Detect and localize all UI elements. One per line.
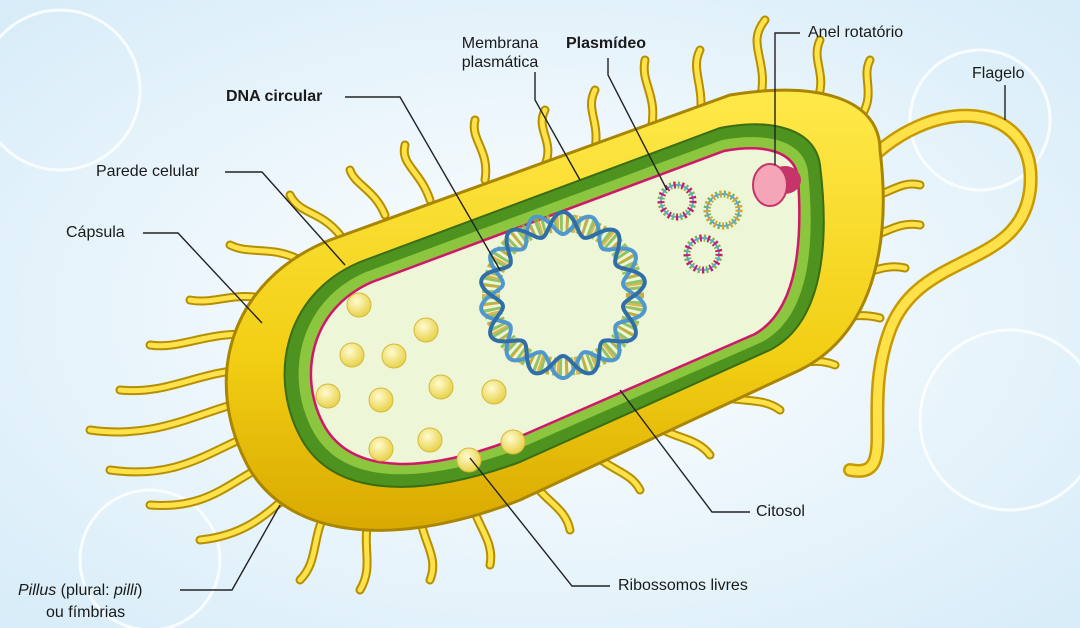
pilus-highlight <box>754 17 768 103</box>
ribosome <box>339 342 365 368</box>
leader-dna <box>345 96 501 271</box>
ribosome <box>456 447 482 473</box>
ribosome <box>346 292 372 318</box>
plasmid <box>703 190 743 230</box>
label-pillus-mid: (plural: <box>56 582 115 599</box>
rotary-ring <box>752 163 801 207</box>
label-flagelo: Flagelo <box>972 65 1025 82</box>
label-pilli-term: pilli <box>114 582 138 599</box>
plasmids <box>657 181 743 274</box>
pilus-highlight <box>287 192 343 238</box>
ribosome <box>481 379 507 405</box>
circular-dna <box>479 209 647 381</box>
leader-pillus <box>180 504 281 591</box>
ribosome <box>315 383 341 409</box>
label-anel-rotatorio: Anel rotatório <box>808 24 904 41</box>
ribosome <box>417 427 443 453</box>
leader-plasmideo <box>607 58 668 191</box>
ribosome <box>428 374 454 400</box>
plasmid <box>683 234 723 274</box>
ribosome <box>368 387 394 413</box>
label-parede-celular: Parede celular <box>96 163 200 180</box>
leader-ribossomos <box>469 457 610 587</box>
plasmid <box>657 181 697 221</box>
flagellum-highlight <box>845 111 1036 476</box>
label-plasmideo: Plasmídeo <box>566 35 647 52</box>
leader-capsula <box>143 232 263 324</box>
pilus-highlight <box>347 167 388 218</box>
ribosome <box>500 429 526 455</box>
ribosomes-group <box>315 292 526 473</box>
pilus-highlight <box>227 242 303 263</box>
leader-citosol <box>619 389 750 513</box>
ribosome <box>368 436 394 462</box>
label-pillus-close: ) <box>137 582 143 599</box>
label-fimbrias: ou fímbrias <box>46 604 126 621</box>
background-bubbles <box>0 8 1080 628</box>
label-dna-circular: DNA circular <box>226 88 323 105</box>
ribosome <box>381 343 407 369</box>
leader-parede <box>225 171 346 266</box>
leader-lines <box>143 32 1006 591</box>
leader-anel <box>774 32 800 165</box>
label-citosol: Citosol <box>756 503 805 520</box>
pilus-highlight <box>401 142 433 203</box>
leader-membrana <box>534 72 581 181</box>
label-pillus-term: Pillus <box>18 582 57 599</box>
ribosome <box>413 317 439 343</box>
label-ribossomos-livres: Ribossomos livres <box>618 577 748 594</box>
label-pillus: Pillus (plural: pilli) <box>18 581 142 600</box>
label-membrana-line1: Membrana <box>461 35 539 52</box>
label-membrana: Membrana plasmática <box>440 34 560 72</box>
pilus-highlight <box>471 117 489 183</box>
label-capsula: Cápsula <box>66 224 125 241</box>
label-membrana-line2: plasmática <box>461 54 539 71</box>
